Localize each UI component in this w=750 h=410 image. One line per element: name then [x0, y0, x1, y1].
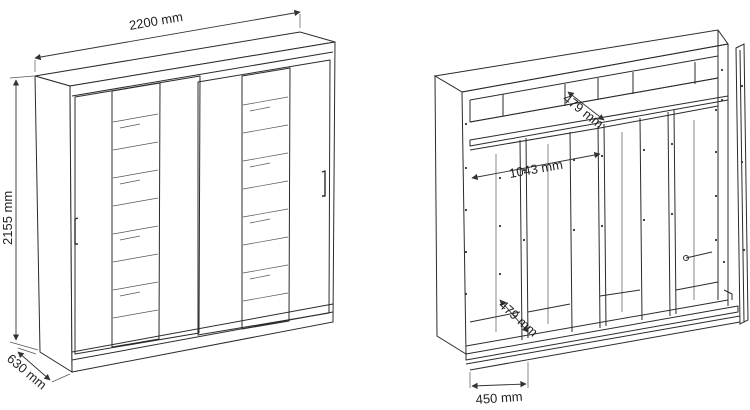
right-door-handle [321, 170, 326, 197]
upper-depth-dimension: 479 mm [560, 91, 606, 132]
drill-holes [464, 68, 746, 296]
loose-side-panel [723, 43, 749, 325]
right-sliding-door [197, 59, 331, 336]
closed-wardrobe: 2200 mm 2155 mm 630 mm [0, 9, 336, 393]
drawer-depth-label: 450 mm [475, 389, 523, 407]
drawer-depth-dimension: 450 mm [469, 362, 529, 407]
inner-width-dimension: 1043 mm [471, 151, 601, 181]
left-door-handle [74, 217, 79, 245]
lower-depth-dimension: 479 mm [496, 297, 541, 340]
inner-width-label: 1043 mm [508, 157, 564, 181]
left-sliding-door [74, 75, 201, 355]
upper-depth-label: 479 mm [560, 91, 606, 132]
lower-depth-label: 479 mm [496, 297, 541, 340]
depth-label: 630 mm [4, 351, 50, 393]
width-label: 2200 mm [128, 9, 184, 33]
height-label: 2155 mm [0, 191, 15, 245]
height-dimension: 2155 mm [0, 75, 39, 351]
open-wardrobe: 479 mm 1043 mm 479 mm 450 mm [433, 29, 749, 407]
